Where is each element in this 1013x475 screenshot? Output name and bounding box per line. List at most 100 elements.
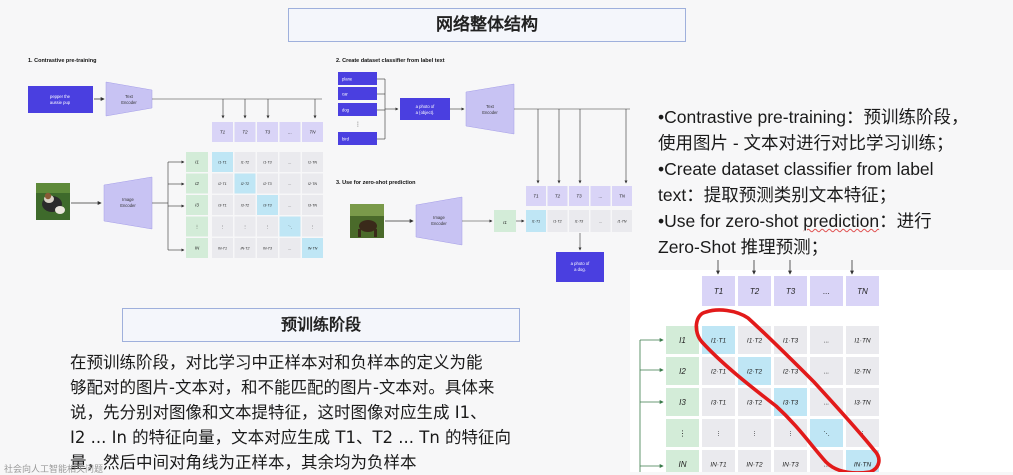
panel1-matrix-cell-text: I2·T1 bbox=[218, 182, 226, 186]
zoom-matrix-cell bbox=[774, 450, 807, 472]
clip-architecture-figure: 1. Contrastive pre-training pepper the a… bbox=[28, 58, 1013, 472]
zoom-matrix-cell-text: I1·T3 bbox=[783, 337, 799, 344]
panel1-image-feature-cell bbox=[186, 238, 208, 258]
panel1-matrix-cell bbox=[279, 152, 301, 172]
zoom-matrix-cell-text: I3·TN bbox=[854, 399, 871, 406]
panel1-matrix-cell bbox=[302, 216, 323, 237]
panel1-dog-photo bbox=[36, 183, 70, 220]
panel1-matrix-cell bbox=[302, 173, 323, 194]
panel2-text-feature-label: T3 bbox=[576, 194, 582, 199]
bullet-2-line1: •Create dataset classifier from label bbox=[658, 159, 934, 179]
panel1-matrix-diagonal-cell bbox=[257, 195, 278, 215]
panel1-matrix-cell bbox=[212, 195, 233, 215]
panel1-matrix-cell-text: I1·TN bbox=[308, 160, 317, 164]
zoom-matrix-cell bbox=[738, 419, 771, 447]
panel1-matrix-cell-text: I2·T2 bbox=[241, 182, 249, 186]
paragraph-line-5: 量，然后中间对角线为正样本，其余均为负样本 bbox=[70, 453, 417, 472]
panel1-text-feature-label: T2 bbox=[242, 130, 248, 135]
panel1-text-encoder-l1: Text bbox=[125, 94, 134, 99]
panel3-image-encoder-l2: Encoder bbox=[431, 221, 447, 226]
panel1-text-encoder bbox=[105, 81, 153, 117]
zoom-image-feature-cell bbox=[666, 450, 699, 472]
panel1-matrix-cell-text: ... bbox=[289, 203, 292, 207]
zoom-matrix-cell-text: I2·T1 bbox=[711, 368, 727, 375]
zoom-matrix-cell bbox=[702, 450, 735, 472]
panel1-matrix-diagonal-cell bbox=[279, 216, 301, 237]
panel1-matrix-cell-text: IN·T2 bbox=[241, 246, 250, 250]
panel1-text-input bbox=[28, 86, 93, 113]
panel2-text-encoder-l2: Encoder bbox=[482, 110, 498, 115]
zoom-matrix-cell-text: I1·T2 bbox=[747, 337, 763, 344]
zoom-matrix-cell-text: I3·T3 bbox=[783, 399, 799, 406]
zoom-text-feature-label: T3 bbox=[786, 287, 796, 296]
panel2-text-feature-cell bbox=[590, 186, 611, 206]
zoom-text-feature-cell bbox=[738, 276, 771, 306]
panel1-matrix-cell-text: IN·T3 bbox=[263, 246, 272, 250]
zoom-matrix-cell bbox=[738, 450, 771, 472]
panel1-image-feature-cell bbox=[186, 152, 208, 172]
zoom-text-feature-cell bbox=[774, 276, 807, 306]
paragraph-line-4: I2 ... In 的特征向量，文本对应生成 T1、T2 ... Tn 的特征向 bbox=[70, 428, 512, 447]
panel3-cell bbox=[612, 210, 632, 232]
panel1-matrix-cell-text: I3·T2 bbox=[241, 203, 249, 207]
paragraph-line-3: 说，先分别对图像和文本提特征，这时图像对应生成 I1、 bbox=[70, 403, 487, 422]
panel2-label-text: car bbox=[342, 92, 348, 97]
panel2-text-feature-cell bbox=[547, 186, 568, 206]
panel3-image-feature-label: I1 bbox=[503, 220, 507, 225]
panel3-cell-text: I1·T2 bbox=[553, 219, 561, 223]
zoom-matrix-cell-text: ... bbox=[824, 337, 830, 344]
bullet-1: •Contrastive pre-training：预训练阶段， 使用图片 - … bbox=[658, 104, 1003, 156]
bullet-3-squiggle-word: prediction bbox=[803, 211, 880, 231]
zoom-matrix-cell bbox=[846, 326, 879, 354]
panel1-matrix-cell bbox=[279, 195, 301, 215]
panel1-heading: 1. Contrastive pre-training bbox=[28, 58, 96, 64]
zoom-matrix-cell bbox=[702, 388, 735, 416]
zoom-matrix-diagonal-cell bbox=[846, 450, 879, 472]
panel1-matrix-cell bbox=[302, 195, 323, 215]
bullet-list: •Contrastive pre-training：预训练阶段， 使用图片 - … bbox=[658, 104, 1003, 260]
panel1-matrix-diagonal-cell bbox=[234, 173, 256, 194]
panel1-text-feature-label: T1 bbox=[220, 130, 226, 135]
panel1-image-feature-label: I2 bbox=[195, 181, 199, 186]
zoom-matrix-cell bbox=[738, 326, 771, 354]
panel2-template-box bbox=[400, 98, 450, 120]
zoom-matrix-cell-text: ⋮ bbox=[715, 430, 722, 437]
zoom-matrix-diagonal-cell bbox=[810, 419, 843, 447]
zoom-text-feature-label: TN bbox=[857, 287, 868, 296]
panel1-matrix-cell bbox=[212, 173, 233, 194]
panel1-matrix-cell bbox=[302, 152, 323, 172]
paragraph: 在预训练阶段，对比学习中正样本对和负样本的定义为能 够配对的图片-文本对，和不能… bbox=[70, 350, 610, 475]
panel3-output-l2: a dog. bbox=[574, 267, 586, 272]
zoom-matrix-cell bbox=[846, 388, 879, 416]
paragraph-line-1: 在预训练阶段，对比学习中正样本对和负样本的定义为能 bbox=[70, 353, 483, 372]
panel2-heading: 2. Create dataset classifier from label … bbox=[336, 58, 445, 64]
panel2-text-encoder-l1: Text bbox=[486, 104, 495, 109]
panel1-text-input-line1: pepper the bbox=[50, 94, 71, 99]
zoom-matrix-cell-text: ⋮ bbox=[751, 430, 758, 437]
zoom-matrix-cell-text: I3·T1 bbox=[711, 399, 727, 406]
zoom-text-feature-label: T2 bbox=[750, 287, 760, 296]
section-title: 预训练阶段 bbox=[122, 308, 520, 342]
zoom-matrix-cell-text: I2·TN bbox=[854, 368, 871, 375]
bullet-3-suffix: ：进行 bbox=[879, 211, 932, 231]
panel1-matrix-cell-text: IN·T1 bbox=[218, 246, 227, 250]
panel3-cell-text: I1·TN bbox=[618, 219, 627, 223]
panel1-matrix-cell bbox=[212, 238, 233, 258]
panel1-text-encoder-l2: Encoder bbox=[121, 100, 137, 105]
zoom-image-feature-cell bbox=[666, 388, 699, 416]
panel1-matrix-cell-text: ⋮ bbox=[311, 225, 315, 229]
panel1-text-feature-cell bbox=[212, 122, 233, 142]
zoom-matrix-cell-text: IN·T2 bbox=[746, 461, 763, 468]
panel3-cell-text: I1·T3 bbox=[575, 219, 583, 223]
zoom-matrix-cell-text: ⋱ bbox=[823, 430, 830, 437]
panel2-label-ellipsis: ⋮ bbox=[355, 121, 361, 128]
panel1-matrix-cell-text: ⋮ bbox=[243, 225, 247, 229]
